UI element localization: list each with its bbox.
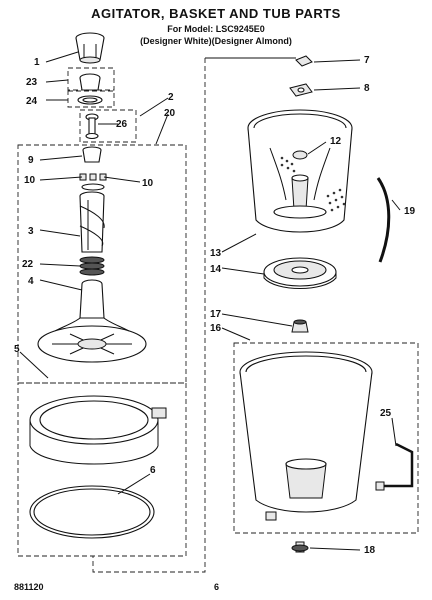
callout-18: 18	[364, 545, 376, 556]
part-26-bolt	[79, 109, 137, 143]
part-7-clip	[295, 55, 313, 67]
callout-2: 2	[168, 92, 174, 103]
part-22-spring	[79, 256, 105, 276]
callout-23: 23	[26, 77, 38, 88]
part-19-hose	[376, 177, 391, 263]
part-23-seal	[67, 67, 115, 91]
part-agitator-cap	[75, 32, 105, 64]
callout-22: 22	[22, 259, 34, 270]
frame-connector-left	[92, 58, 206, 573]
doc-number: 881120	[14, 582, 44, 592]
callout-1: 1	[34, 57, 40, 68]
basket-perforations	[280, 156, 346, 212]
callout-12: 12	[330, 136, 342, 147]
part-16-tub	[239, 351, 373, 521]
callout-9: 9	[28, 155, 34, 166]
callout-4: 4	[28, 276, 34, 287]
part-9-cam	[82, 146, 102, 163]
callout-7: 7	[364, 55, 370, 66]
part-8-nut	[289, 83, 313, 97]
color-line: (Designer White)(Designer Almond)	[140, 36, 292, 46]
callout-14: 14	[210, 264, 222, 275]
callout-8: 8	[364, 83, 370, 94]
callout-19: 19	[404, 206, 416, 217]
callout-25: 25	[380, 408, 392, 419]
tub-assembly-box	[233, 342, 419, 534]
callout-20: 20	[164, 108, 176, 119]
part-5-basket-ring	[29, 395, 167, 465]
diagram-title: AGITATOR, BASKET AND TUB PARTS	[91, 6, 341, 21]
callout-16: 16	[210, 323, 222, 334]
callout-5: 5	[14, 344, 20, 355]
callout-24: 24	[26, 96, 38, 107]
part-14-drive-block	[263, 257, 337, 289]
part-17-nut	[291, 319, 309, 333]
callout-26: 26	[116, 119, 128, 130]
callout-10-right: 10	[142, 178, 154, 189]
part-3-auger	[79, 191, 105, 253]
part-13-basket	[247, 109, 353, 233]
callout-13: 13	[210, 248, 222, 259]
part-18-bolt	[291, 541, 309, 553]
part-24-ring	[67, 90, 115, 108]
part-25-drain-hose	[375, 442, 414, 491]
page-number: 6	[214, 582, 220, 592]
part-6-gasket	[29, 485, 155, 539]
callout-10-left: 10	[24, 175, 36, 186]
callout-17: 17	[210, 309, 222, 320]
callout-3: 3	[28, 226, 34, 237]
model-line: For Model: LSC9245E0	[167, 24, 265, 34]
callout-6: 6	[150, 465, 156, 476]
part-10-dogs	[79, 173, 107, 191]
part-4-agitator-base	[37, 279, 147, 363]
ring-assembly-box	[17, 382, 187, 557]
